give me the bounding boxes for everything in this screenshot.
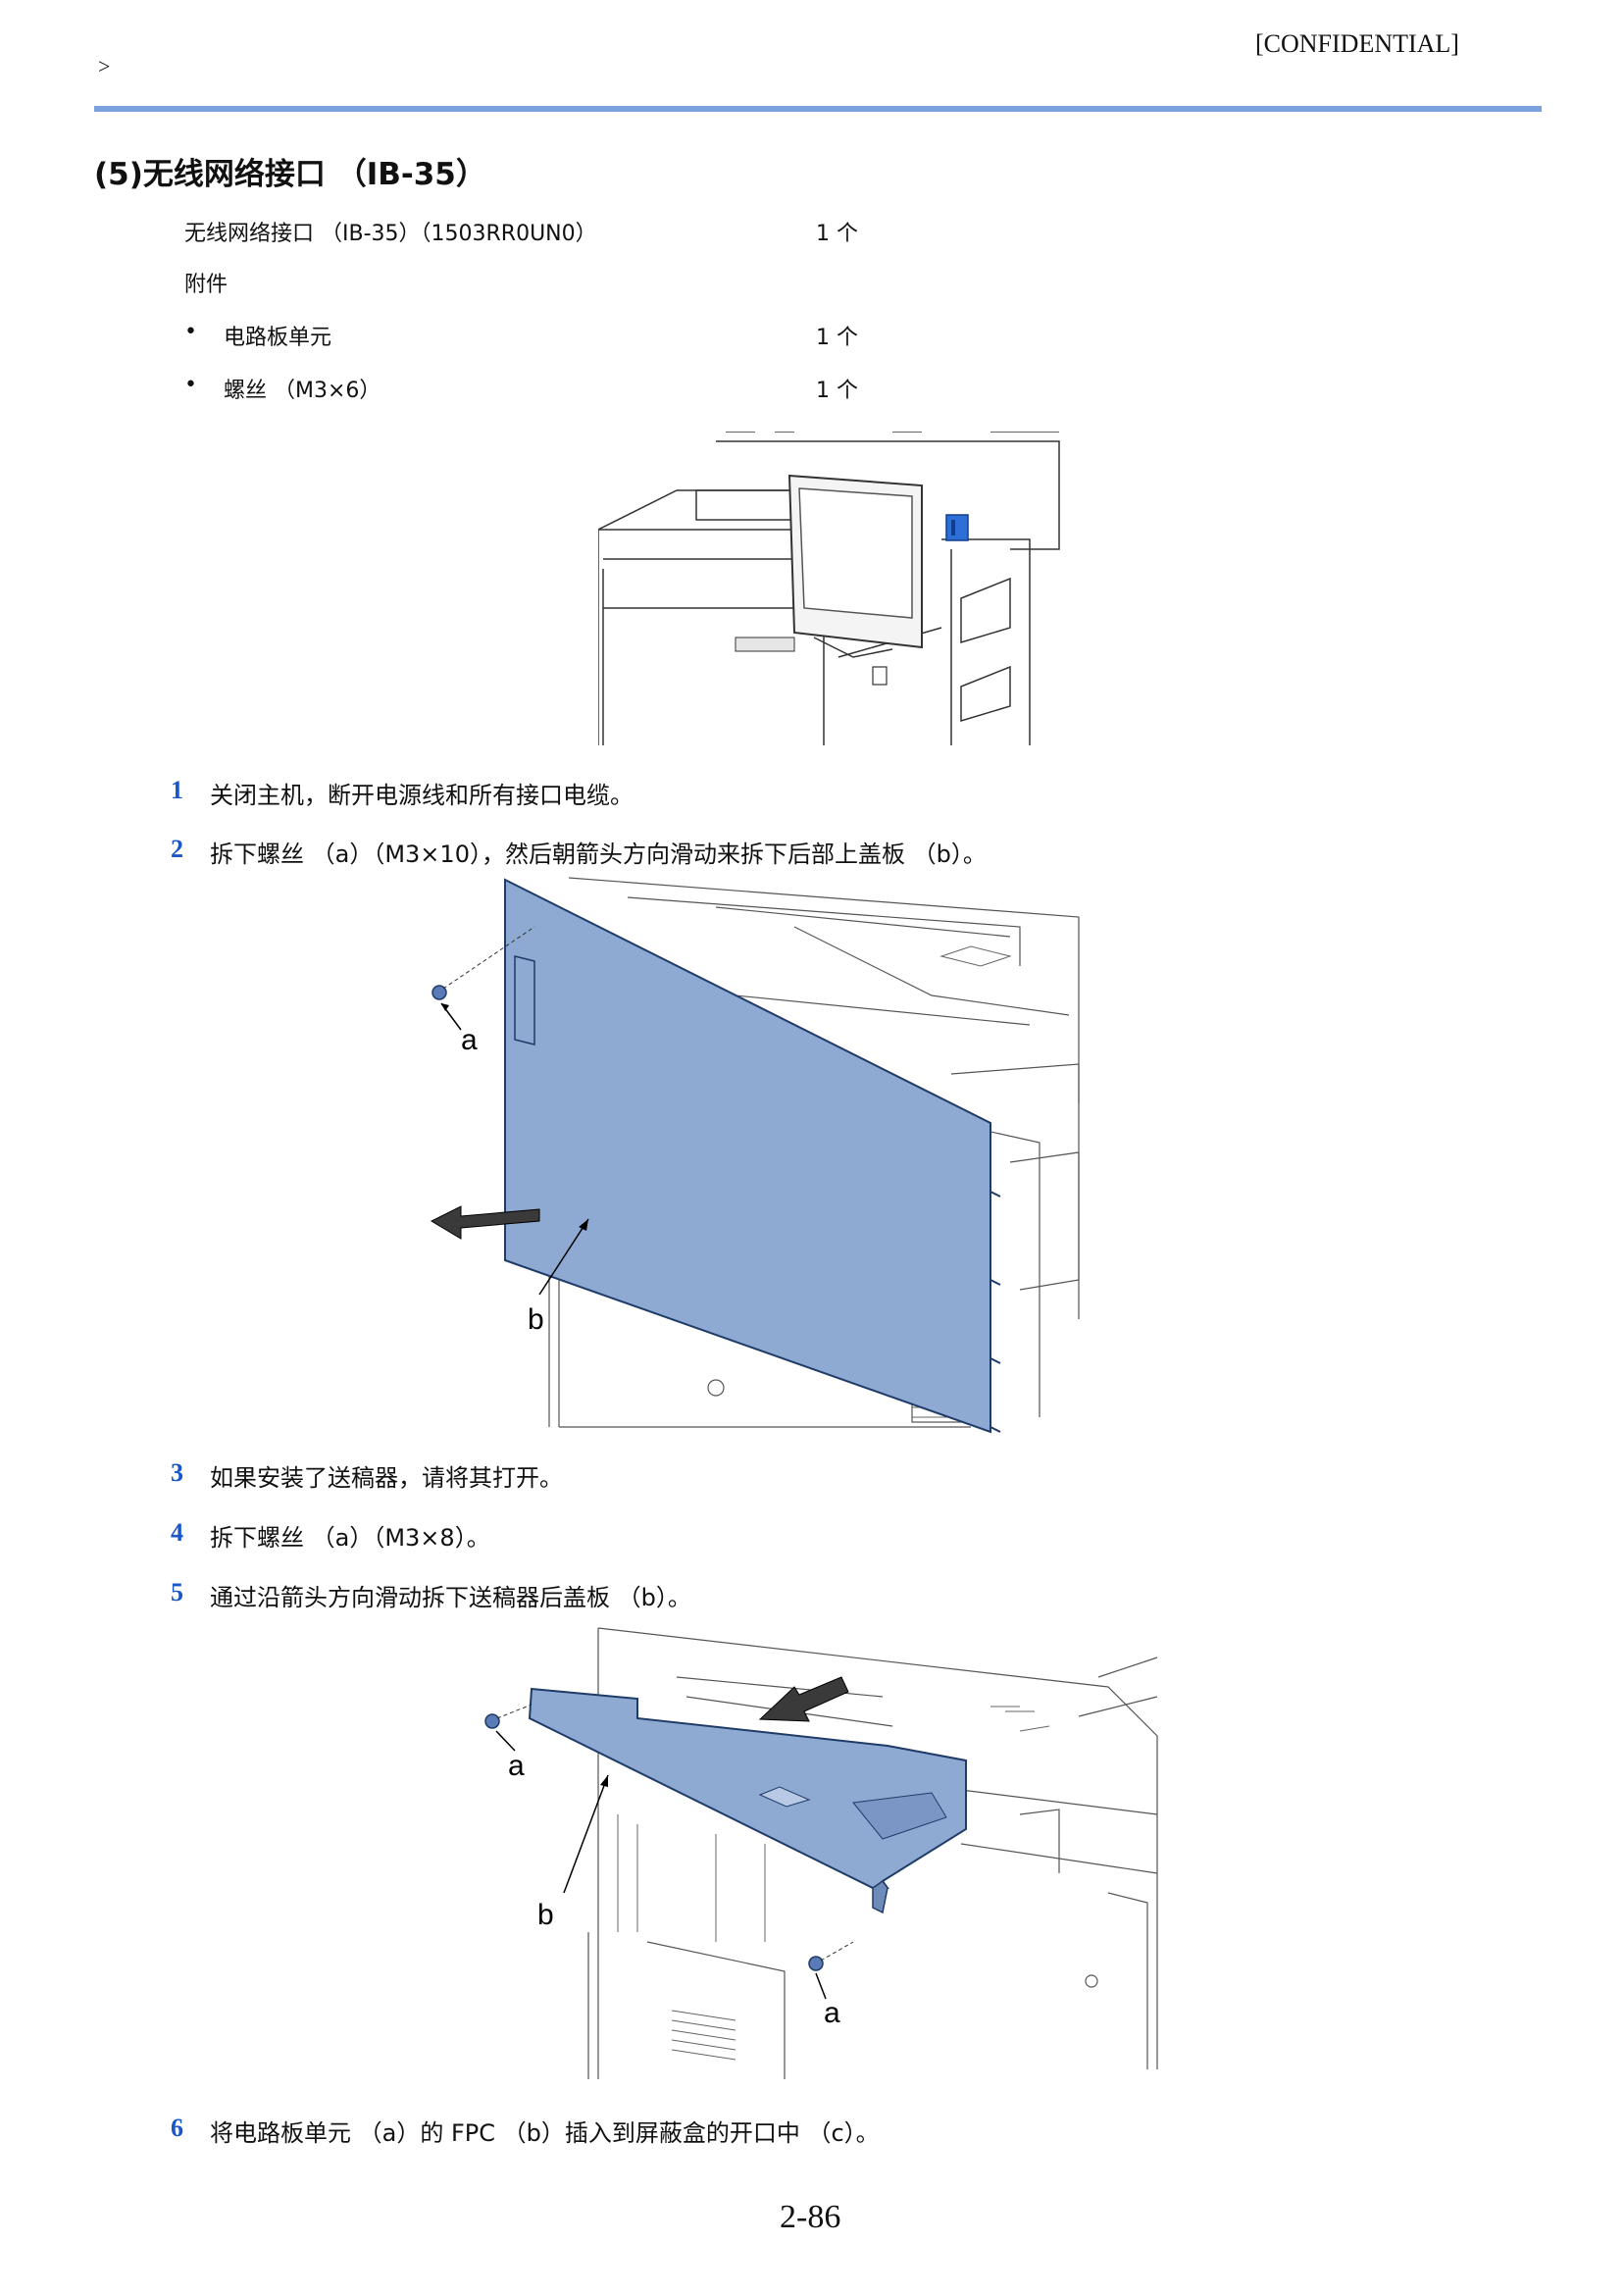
step-text: 将电路板单元 （a）的 FPC （b）插入到屏蔽盒的开口中 （c）。 <box>210 2119 880 2147</box>
slide-arrow-icon <box>758 1676 849 1722</box>
rear-upper-cover-panel <box>504 878 1001 1434</box>
accessory-qty: 1 个 <box>816 326 858 350</box>
step-text: 如果安装了送稿器，请将其打开。 <box>210 1464 563 1492</box>
screw-a-icon <box>808 1941 854 1971</box>
accessory-name: 电路板单元 <box>224 326 332 350</box>
breadcrumb[interactable]: > <box>98 54 111 78</box>
figure-rear-cover-removal: a b <box>430 877 1080 1434</box>
step-number: 1 <box>171 776 183 804</box>
label-a: a <box>824 1997 840 2029</box>
step-text: 拆下螺丝 （a）（M3×8）。 <box>210 1524 490 1552</box>
header-rule <box>94 106 1542 112</box>
label-b: b <box>528 1303 544 1336</box>
step-number: 5 <box>171 1578 183 1606</box>
step-text: 通过沿箭头方向滑动拆下送稿器后盖板 （b）。 <box>210 1584 691 1611</box>
dp-rear-cover-panel <box>528 1687 967 1914</box>
bullet: • <box>184 373 197 397</box>
screw-a-icon <box>484 1704 533 1729</box>
wireless-interface-highlight <box>945 514 969 541</box>
figure-machine-overview <box>598 432 1060 745</box>
main-part-qty: 1 个 <box>816 222 858 246</box>
step-text: 拆下螺丝 （a）（M3×10），然后朝箭头方向滑动来拆下后部上盖板 （b）。 <box>210 841 987 868</box>
step-number: 4 <box>171 1518 183 1547</box>
section-title: (5)无线网络接口 （IB-35） <box>94 157 486 192</box>
step-text: 关闭主机，断开电源线和所有接口电缆。 <box>210 782 634 809</box>
accessory-qty: 1 个 <box>816 379 858 403</box>
accessories-label: 附件 <box>184 273 228 297</box>
step-number: 6 <box>171 2114 183 2142</box>
slide-arrow-icon <box>430 1205 540 1240</box>
bullet: • <box>184 320 197 344</box>
label-a: a <box>461 1024 478 1056</box>
step-number: 3 <box>171 1458 183 1487</box>
figure-dp-rear-cover-removal: a b a <box>484 1627 1158 2079</box>
label-b: b <box>537 1899 554 1931</box>
step-number: 2 <box>171 835 183 863</box>
control-panel-display <box>787 474 923 658</box>
accessory-name: 螺丝 （M3×6） <box>224 379 381 403</box>
label-a: a <box>508 1750 525 1782</box>
confidential-label: [CONFIDENTIAL] <box>1255 29 1459 58</box>
page-number: 2-86 <box>780 2199 841 2235</box>
main-part-name: 无线网络接口 （IB-35）（1503RR0UN0） <box>184 222 597 246</box>
